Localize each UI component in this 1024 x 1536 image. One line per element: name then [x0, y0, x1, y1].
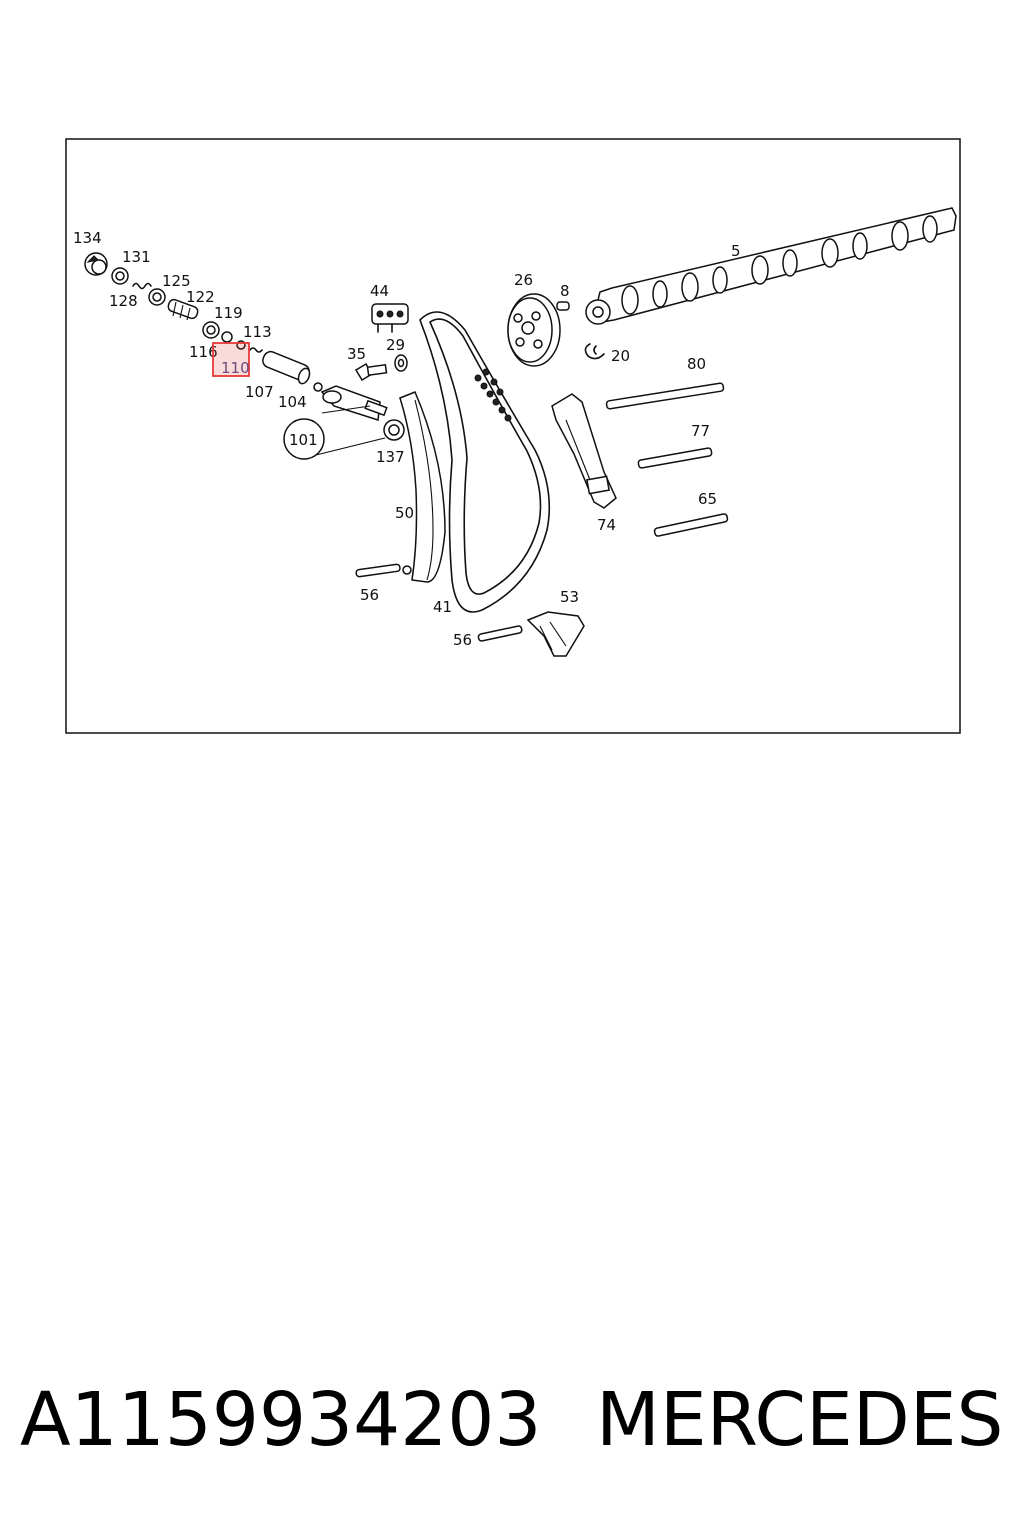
part-101-assembly-marker[interactable]: [283, 405, 386, 460]
brand-name: MERCEDES: [596, 1377, 1004, 1463]
callout-119[interactable]: 119: [214, 304, 243, 322]
cam-lobes: [621, 215, 938, 315]
camshaft-parts: [507, 207, 957, 537]
part-35-bolt[interactable]: [354, 362, 388, 382]
callout-5[interactable]: 5: [731, 242, 741, 260]
part-56-pin-lower[interactable]: [477, 625, 523, 642]
part-125-bushing[interactable]: [148, 288, 166, 306]
part-41-timing-chain[interactable]: [419, 311, 551, 613]
part-131-washer[interactable]: [111, 267, 129, 285]
part-26-sprocket[interactable]: [507, 293, 561, 367]
callout-20[interactable]: 20: [611, 347, 630, 365]
callout-41[interactable]: 41: [433, 598, 452, 616]
part-119-sleeve[interactable]: [202, 321, 220, 339]
part-77-pin[interactable]: [637, 447, 713, 469]
callout-101[interactable]: 101: [289, 431, 318, 449]
part-134-cap-nut[interactable]: [84, 252, 108, 276]
part-5-camshaft[interactable]: [585, 207, 957, 325]
part-20-clip[interactable]: [584, 343, 605, 360]
part-128-spring[interactable]: [132, 282, 152, 290]
callout-8[interactable]: 8: [560, 282, 570, 300]
callout-44[interactable]: 44: [370, 282, 389, 300]
callout-80[interactable]: 80: [687, 355, 706, 373]
callout-134[interactable]: 134: [73, 229, 102, 247]
callout-110-highlight: [212, 342, 250, 377]
part-number: A1159934203: [20, 1377, 542, 1463]
callout-53[interactable]: 53: [560, 588, 579, 606]
callout-125[interactable]: 125: [162, 272, 191, 290]
chain-links-segment: [474, 368, 512, 422]
callout-122[interactable]: 122: [186, 288, 215, 306]
part-53-guide-rail[interactable]: [526, 611, 585, 657]
callout-110[interactable]: 110: [221, 359, 250, 377]
part-137-seal-ring[interactable]: [383, 419, 405, 441]
callout-56-upper[interactable]: 56: [360, 586, 379, 604]
part-104-o-ring[interactable]: [313, 382, 323, 392]
part-116-ring[interactable]: [221, 331, 233, 343]
part-44-chain-link[interactable]: [371, 303, 409, 333]
callout-26[interactable]: 26: [514, 271, 533, 289]
callout-65[interactable]: 65: [698, 490, 717, 508]
callout-116[interactable]: 116: [189, 343, 218, 361]
callout-128[interactable]: 128: [109, 292, 138, 310]
part-tensioner-housing[interactable]: [320, 385, 388, 421]
callout-113[interactable]: 113: [243, 323, 272, 341]
part-56-pin-upper[interactable]: [355, 563, 401, 578]
part-8-dowel[interactable]: [556, 301, 570, 311]
tensioner-parts: [84, 252, 405, 460]
callout-29[interactable]: 29: [386, 336, 405, 354]
part-80-pin[interactable]: [605, 382, 725, 410]
callout-137[interactable]: 137: [376, 448, 405, 466]
part-29-washer[interactable]: [394, 354, 408, 372]
callout-labels: 134 131 128 125 122 119 116 113 110 107 …: [73, 229, 741, 649]
callout-104[interactable]: 104: [278, 393, 307, 411]
callout-107[interactable]: 107: [245, 383, 274, 401]
callout-74[interactable]: 74: [597, 516, 616, 534]
callout-131[interactable]: 131: [122, 248, 151, 266]
part-74-guide-rail[interactable]: [551, 393, 617, 509]
callout-77[interactable]: 77: [691, 422, 710, 440]
exploded-parts-diagram: 134 131 128 125 122 119 116 113 110 107 …: [65, 138, 961, 734]
callout-56-lower[interactable]: 56: [453, 631, 472, 649]
callout-50[interactable]: 50: [395, 504, 414, 522]
part-65-pin[interactable]: [653, 513, 729, 537]
footer-caption: A1159934203 MERCEDES: [0, 1370, 1024, 1480]
callout-35[interactable]: 35: [347, 345, 366, 363]
part-50-tensioning-rail[interactable]: [399, 391, 446, 583]
timing-chain-parts: [354, 303, 585, 657]
part-107-cylinder[interactable]: [261, 350, 312, 386]
diagram-frame: [65, 138, 961, 734]
part-122-piston[interactable]: [167, 298, 199, 321]
